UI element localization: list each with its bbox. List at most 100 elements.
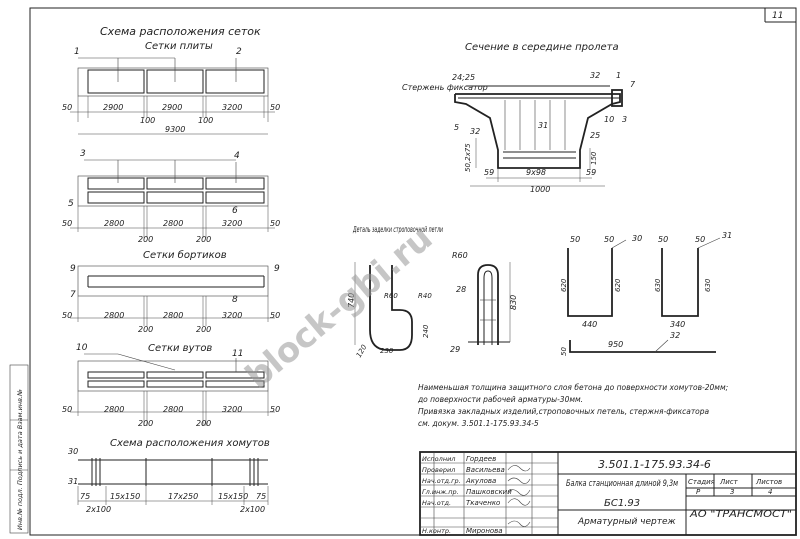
stirrup-dim-a: 75 xyxy=(80,492,90,501)
note-line-3: Привязка закладных изделий,строповочных … xyxy=(418,407,710,416)
stirrups-title: Схема расположения хомутов xyxy=(110,438,270,449)
stage-header: Стадия xyxy=(688,478,715,486)
bulbs-gap-2: 200 xyxy=(196,419,211,428)
callout-2: 2 xyxy=(236,47,242,57)
bar-31-len: 340 xyxy=(670,320,685,329)
bulbs-dim-2: 2800 xyxy=(163,405,183,414)
sheet-value: 3 xyxy=(730,488,734,496)
bar-31-pos: 31 xyxy=(722,231,732,240)
tb-name-5: Ткаченко xyxy=(466,499,500,507)
stirrup-dim-f: 2х100 xyxy=(86,505,111,514)
section-label-32: 32 xyxy=(590,71,600,80)
ribs-gap-1: 200 xyxy=(138,325,153,334)
tb-role-1: Исполнил xyxy=(422,455,455,463)
ribs-dim-right: 50 xyxy=(270,311,280,320)
tb-name-4: Пашковский xyxy=(466,488,512,496)
bar-32-len: 950 xyxy=(608,340,623,349)
detail-d830: 830 xyxy=(509,295,518,310)
tb-name-1: Гордеев xyxy=(466,455,496,463)
bar-32-pos: 32 xyxy=(670,331,680,340)
bar-30-h1: 620 xyxy=(560,278,568,292)
section-label-7: 7 xyxy=(630,80,636,89)
detail-d230: 230 xyxy=(380,347,394,355)
callout-9: 9 xyxy=(70,264,76,274)
slab-gap-1: 100 xyxy=(140,116,155,125)
plan-title: Схема расположения сеток xyxy=(100,25,261,38)
row2-dim-right: 50 xyxy=(270,219,280,228)
detail-r40: R40 xyxy=(418,292,432,300)
bulbs-dim-left: 50 xyxy=(62,405,72,414)
beam-section xyxy=(454,85,623,187)
ribs-dim-3: 3200 xyxy=(222,311,242,320)
callout-10: 10 xyxy=(76,343,88,353)
section-label-98: 9х98 xyxy=(526,168,546,177)
detail-d29: 29 xyxy=(450,345,460,354)
section-label-59b: 59 xyxy=(586,168,596,177)
bulb-meshes xyxy=(70,353,275,426)
callout-8: 8 xyxy=(232,295,238,305)
section-rod-label: Стержень фиксатор xyxy=(402,83,488,92)
bulbs-dim-3: 3200 xyxy=(222,405,242,414)
company-name: АО "ТРАНСМОСТ" xyxy=(689,509,792,520)
notes: Наименьшая толщина защитного слоя бетона… xyxy=(417,383,728,428)
slab-gap-2: 100 xyxy=(198,116,213,125)
section-title: Сечение в середине пролета xyxy=(465,42,619,53)
tb-role-5: Нач.отд. xyxy=(422,499,451,507)
callout-4: 4 xyxy=(234,151,240,161)
slab-total: 9300 xyxy=(165,125,185,134)
callout-5: 5 xyxy=(68,199,74,209)
slab-dim-3: 3200 xyxy=(222,103,242,112)
section-label-24: 24;25 xyxy=(452,73,475,82)
note-line-2: до поверхности рабочей арматуры-30мм. xyxy=(417,395,583,404)
doc-code: 3.501.1-175.93.34-6 xyxy=(598,458,711,471)
section-label-1: 1 xyxy=(616,71,621,80)
callout-1: 1 xyxy=(74,47,80,57)
ribs-dim-1: 2800 xyxy=(104,311,124,320)
row2-dim-3: 3200 xyxy=(222,219,242,228)
bar-31 xyxy=(661,237,721,317)
detail-d120: 120 xyxy=(355,343,369,359)
bar-31-w1: 50 xyxy=(658,235,668,244)
drawing-frame xyxy=(29,7,797,536)
section-label-150: 150 xyxy=(590,151,598,165)
title-block xyxy=(419,451,797,536)
note-line-4: см. докум. 3.501.1-175.93.34-5 xyxy=(418,419,539,428)
stirrups-scheme xyxy=(77,458,269,505)
bar-30 xyxy=(567,239,627,317)
section-label-31: 31 xyxy=(538,121,548,130)
slab-meshes xyxy=(70,57,275,135)
callout-3: 3 xyxy=(80,149,86,159)
object-name: Балка станционная длиной 9,3м xyxy=(566,479,678,489)
bar-32-w1: 50 xyxy=(560,347,568,356)
tb-role-7: Н.контр. xyxy=(422,527,451,535)
sheets-header: Листов xyxy=(755,478,782,486)
bar-32 xyxy=(569,339,716,353)
row2-dim-1: 2800 xyxy=(104,219,124,228)
sheet-type: Арматурный чертеж xyxy=(577,517,677,527)
bulbs-dim-1: 2800 xyxy=(104,405,124,414)
section-label-5: 5 xyxy=(454,123,459,132)
row2-dim-left: 50 xyxy=(62,219,72,228)
bar-31-h2: 630 xyxy=(704,278,712,292)
section-label-32b: 32 xyxy=(470,127,480,136)
stirrup-dim-e: 75 xyxy=(256,492,266,501)
ribs-gap-2: 200 xyxy=(196,325,211,334)
slab-title: Сетки плиты xyxy=(145,41,213,52)
callout-11: 11 xyxy=(232,349,243,359)
callout-9b: 9 xyxy=(274,264,280,274)
row2-gap-1: 200 xyxy=(138,235,153,244)
bar-31-h1: 630 xyxy=(654,278,662,292)
tb-role-3: Нач.отд.гр. xyxy=(422,477,461,485)
detail-title-1: Деталь заделки строповочной петли xyxy=(352,225,443,234)
detail-r60: R60 xyxy=(452,251,468,260)
bulbs-title: Сетки вутов xyxy=(148,343,212,354)
section-label-50: 50,2х75 xyxy=(464,143,472,172)
row2-gap-2: 200 xyxy=(196,235,211,244)
note-line-1: Наименьшая толщина защитного слоя бетона… xyxy=(418,383,728,392)
ribs-meshes xyxy=(70,265,275,326)
ribs-dim-2: 2800 xyxy=(163,311,183,320)
section-label-59a: 59 xyxy=(484,168,494,177)
slab-dim-2: 2900 xyxy=(162,103,182,112)
section-label-1000: 1000 xyxy=(530,185,550,194)
callout-30: 30 xyxy=(68,447,78,456)
